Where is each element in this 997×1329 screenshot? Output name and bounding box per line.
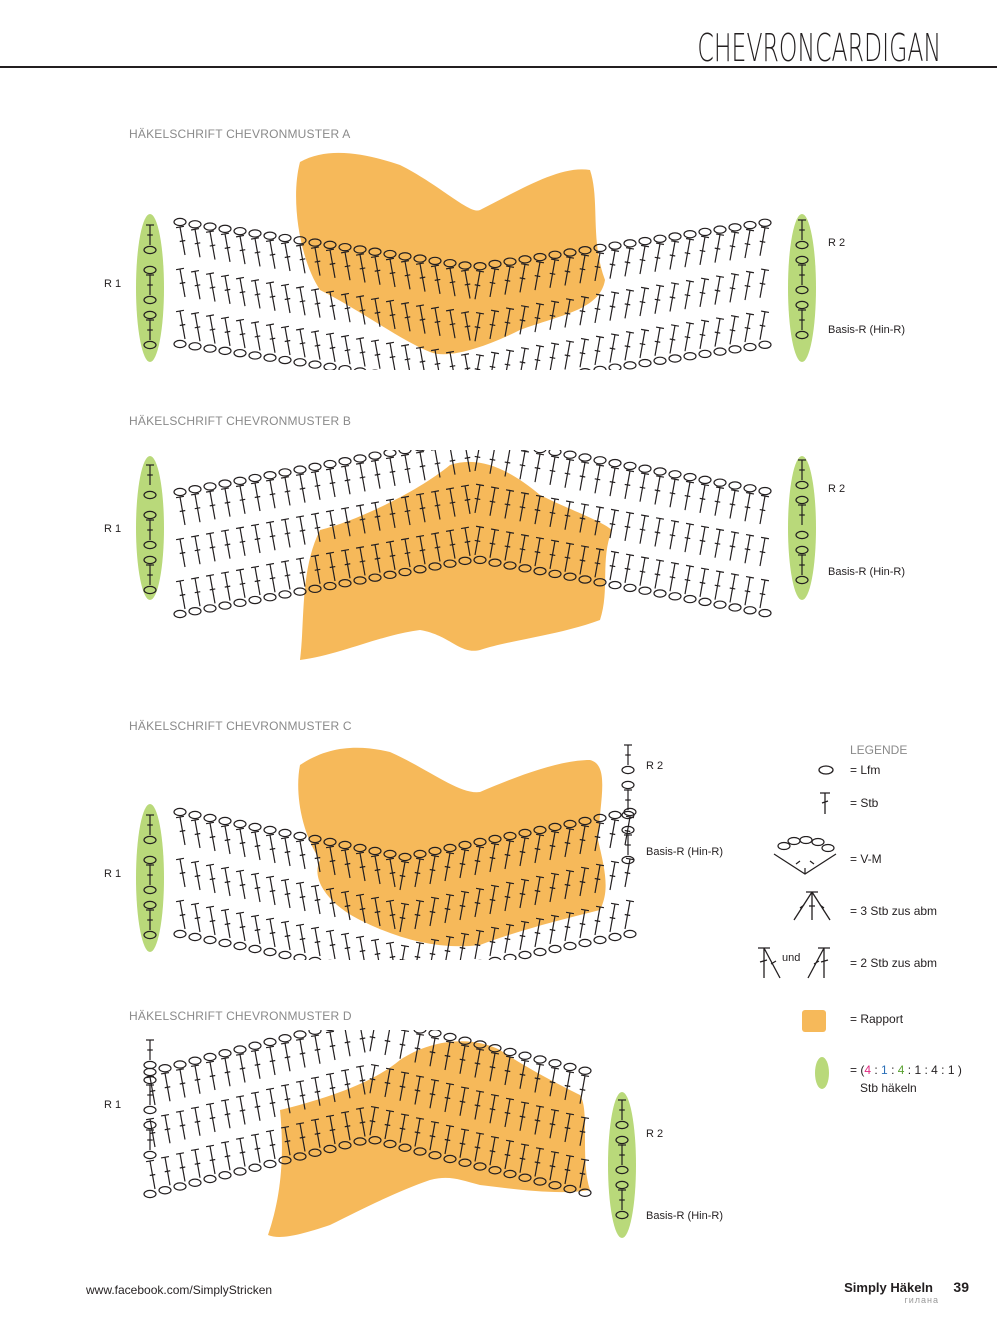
- stitch-symbols: [143, 217, 809, 370]
- label-r1: R 1: [104, 1099, 121, 1111]
- label-r2: R 2: [646, 1128, 663, 1140]
- rapport-area: [268, 1041, 590, 1237]
- chart-b-diagram: R 1 R 2 Basis-R (Hin-R): [104, 450, 905, 660]
- green-oval-icon: [815, 1057, 829, 1089]
- legend-green-line2: Stb häkeln: [860, 1081, 917, 1095]
- chart-c-title: HÄKELSCHRIFT CHEVRONMUSTER C: [129, 719, 352, 733]
- legend-green-ratio: = (4 : 1 : 4 : 1 : 4 : 1 ): [850, 1063, 962, 1077]
- three-dc-together-icon: [793, 891, 831, 921]
- header-rule: [0, 66, 997, 68]
- stitch-symbols: [143, 1030, 629, 1220]
- double-crochet-icon: [820, 792, 830, 814]
- chain-stitch-icon: [818, 765, 834, 775]
- legend-stb: = Stb: [850, 796, 879, 810]
- header-title: CHEVRONCARDIGAN: [697, 26, 941, 70]
- chart-d-title: HÄKELSCHRIFT CHEVRONMUSTER D: [129, 1009, 352, 1023]
- repeat-swatch-icon: [802, 1010, 826, 1032]
- legend-3stb: = 3 Stb zus abm: [850, 904, 938, 918]
- chart-c-diagram: R 1 R 2 Basis-R (Hin-R): [104, 744, 723, 960]
- stitch-symbols: [143, 744, 637, 960]
- r2-highlight-oval: [788, 214, 816, 362]
- rapport-area: [296, 152, 605, 355]
- footer-watermark: гилана: [904, 1295, 939, 1305]
- label-r2: R 2: [828, 237, 845, 249]
- legend-rapport: = Rapport: [850, 1012, 904, 1026]
- footer-page-number: 39: [953, 1279, 969, 1295]
- label-basis: Basis-R (Hin-R): [646, 846, 723, 858]
- legend-vm: = V-M: [850, 852, 882, 866]
- rapport-area: [300, 461, 612, 660]
- two-dc-together-icon: [758, 947, 830, 979]
- chart-d-diagram: R 1 R 2 Basis-R (Hin-R): [104, 1030, 723, 1238]
- chart-a-title: HÄKELSCHRIFT CHEVRONMUSTER A: [129, 127, 351, 141]
- rapport-area: [298, 747, 606, 947]
- label-r2: R 2: [646, 760, 663, 772]
- legend-title: LEGENDE: [850, 743, 908, 757]
- label-r1: R 1: [104, 278, 121, 290]
- legend-2stb: = 2 Stb zus abm: [850, 956, 938, 970]
- footer-url[interactable]: www.facebook.com/SimplyStricken: [86, 1283, 273, 1297]
- label-basis: Basis-R (Hin-R): [828, 566, 905, 578]
- legend-lfm: = Lfm: [850, 763, 881, 777]
- footer-magazine: Simply Häkeln: [844, 1280, 933, 1295]
- chart-a-diagram: R 1 R 2 Basis-R (Hin-R): [104, 152, 905, 370]
- label-r1: R 1: [104, 868, 121, 880]
- v-stitch-icon: [773, 836, 837, 875]
- r2-highlight-oval: [788, 456, 816, 600]
- label-basis: Basis-R (Hin-R): [828, 324, 905, 336]
- label-basis: Basis-R (Hin-R): [646, 1210, 723, 1222]
- legend-und: und: [782, 952, 801, 964]
- stitch-symbols: [143, 450, 809, 619]
- legend: LEGENDE = Lfm = Stb = V-M = 3 Stb zus ab…: [740, 738, 980, 1108]
- label-r1: R 1: [104, 523, 121, 535]
- label-r2: R 2: [828, 483, 845, 495]
- chart-b-title: HÄKELSCHRIFT CHEVRONMUSTER B: [129, 414, 352, 428]
